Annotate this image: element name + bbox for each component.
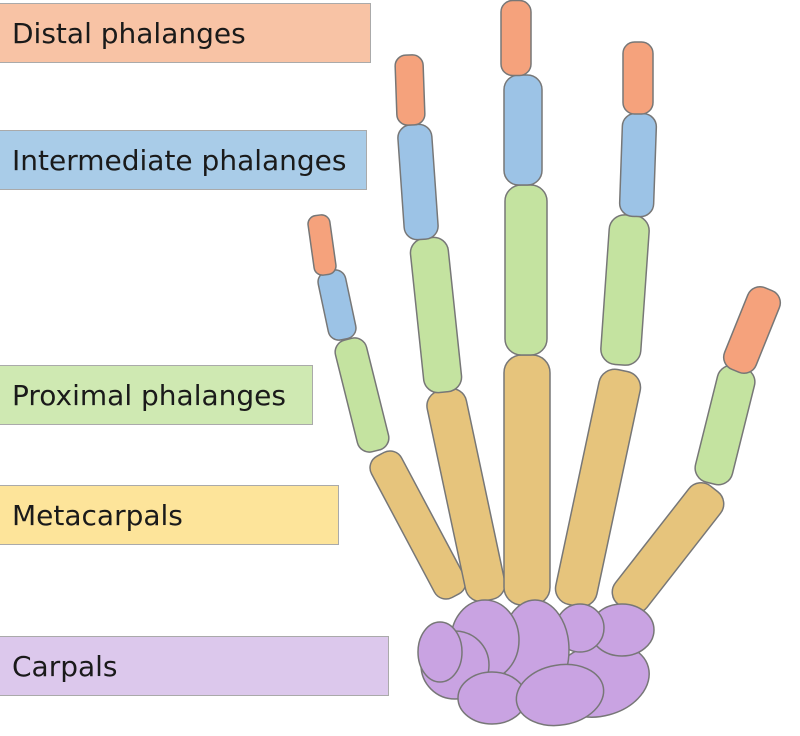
label-carpals: Carpals bbox=[0, 636, 389, 696]
pinky-distal-bone bbox=[307, 214, 337, 276]
ring-proximal-bone bbox=[409, 236, 463, 394]
label-distal-phalanges: Distal phalanges bbox=[0, 3, 371, 63]
pinky-proximal-bone bbox=[334, 337, 390, 453]
thumb-proximal-bone bbox=[694, 364, 756, 486]
carpal-pisiform-bone bbox=[417, 621, 463, 683]
label-intermediate-phalanges: Intermediate phalanges bbox=[0, 130, 367, 190]
middle-distal-bone bbox=[500, 0, 532, 77]
label-metacarpals: Metacarpals bbox=[0, 485, 339, 545]
middle-proximal-bone bbox=[504, 184, 548, 356]
thumb-distal-bone bbox=[722, 286, 782, 374]
ring-distal-bone bbox=[394, 54, 426, 126]
thumb-metacarpal-bone bbox=[611, 482, 725, 614]
ring-intermediate-bone bbox=[397, 123, 439, 241]
index-intermediate-bone bbox=[618, 112, 658, 218]
index-distal-bone bbox=[622, 41, 654, 115]
pinky-metacarpal-bone bbox=[369, 450, 467, 600]
middle-metacarpal-bone bbox=[503, 354, 551, 606]
pinky-intermediate-bone bbox=[317, 269, 357, 341]
index-proximal-bone bbox=[600, 214, 650, 366]
middle-intermediate-bone bbox=[503, 74, 543, 186]
carpal-scaphoid-lower-bone bbox=[515, 663, 605, 727]
label-proximal-phalanges: Proximal phalanges bbox=[0, 365, 313, 425]
